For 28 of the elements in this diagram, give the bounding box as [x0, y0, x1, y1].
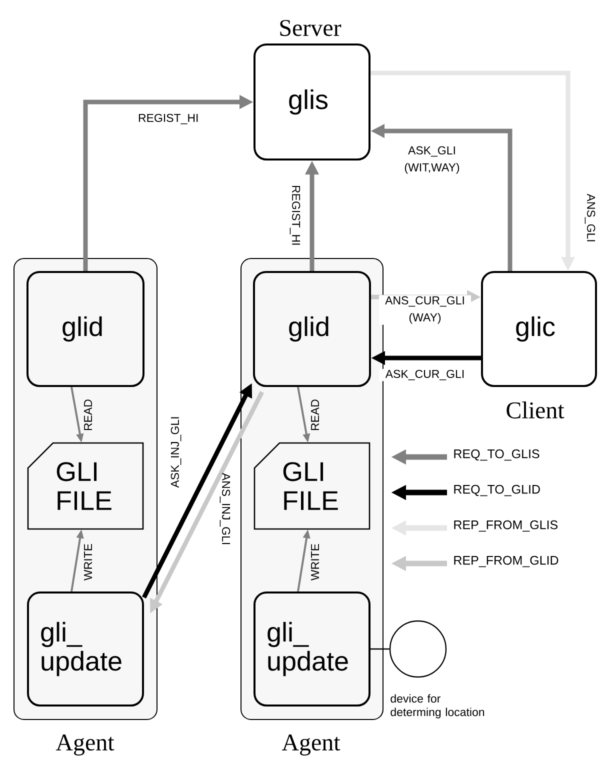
process-box: gli_update	[254, 592, 370, 706]
edge-label: WRITE	[311, 544, 319, 580]
edge-label: ANS_CUR_GLI (WAY)	[379, 295, 471, 325]
edge-label: ASK_GLI (WIT,WAY)	[404, 146, 460, 174]
edge-label: REGIST_HI	[138, 114, 198, 124]
node-label: Client	[506, 402, 564, 418]
legend-text: REQ_TO_GLIS	[454, 449, 540, 461]
node-label: Agent	[56, 734, 114, 756]
process-box: gli_update	[27, 592, 144, 706]
edge-label: READ	[311, 400, 319, 430]
edge-label: WRITE	[84, 544, 92, 580]
device-circle	[389, 620, 447, 678]
node-label: Server	[280, 20, 342, 36]
edge-label: ASK_INJ_GLI	[170, 417, 182, 488]
process-box: glid	[26, 271, 144, 387]
edge-label: ANS_GLI	[584, 194, 596, 242]
process-box: glic	[481, 271, 597, 387]
legend-text: REQ_TO_GLID	[454, 484, 540, 496]
process-box: glis	[254, 44, 370, 160]
edge-label: REGIST_HI	[290, 186, 300, 245]
edge-label: ASK_CUR_GLI	[379, 368, 471, 382]
edge-label: ANS_INJ_GLI	[220, 472, 230, 544]
node-label: device for determing location	[390, 694, 484, 718]
process-box: glid	[253, 271, 371, 387]
edge-label: READ	[84, 400, 92, 430]
node-label: Agent	[282, 734, 340, 756]
legend-text: REP_FROM_GLIS	[454, 520, 558, 532]
legend-text: REP_FROM_GLID	[454, 556, 558, 568]
